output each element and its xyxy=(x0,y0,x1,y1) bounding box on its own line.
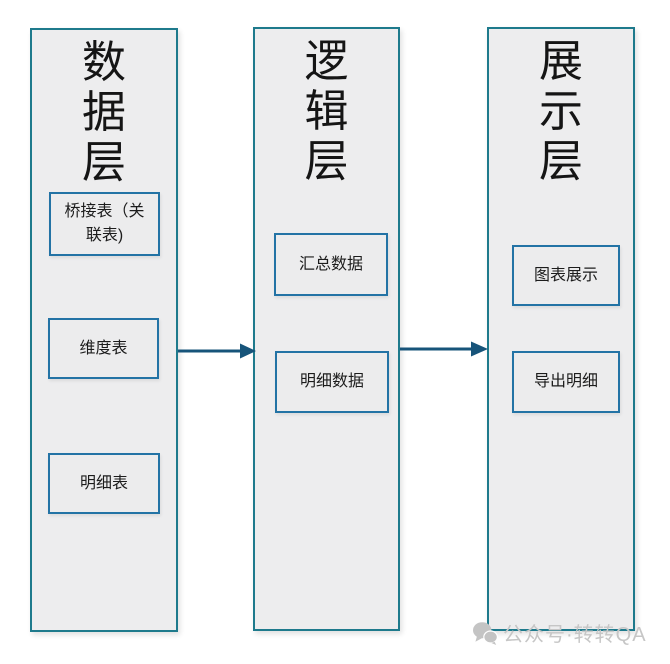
arrow-logic-to-display-icon xyxy=(400,341,488,357)
column-display-layer: 展示层 xyxy=(487,27,635,631)
node-export-detail: 导出明细 xyxy=(512,351,620,413)
node-summary-data: 汇总数据 xyxy=(274,233,388,296)
node-dimension-table: 维度表 xyxy=(48,318,159,379)
column-logic-layer: 逻辑层 xyxy=(253,27,400,631)
wechat-icon xyxy=(473,621,498,645)
node-bridge-table: 桥接表（关联表) xyxy=(49,192,160,256)
watermark: 公众号·转转QA xyxy=(472,618,647,647)
node-chart-display: 图表展示 xyxy=(512,245,620,306)
arrow-data-to-logic-icon xyxy=(178,343,256,359)
watermark-text: 公众号·转转QA xyxy=(503,624,647,646)
column-title-data-layer: 数据层 xyxy=(82,38,126,187)
column-title-display-layer: 展示层 xyxy=(539,37,583,186)
node-detail-table: 明细表 xyxy=(48,453,160,514)
node-detail-data: 明细数据 xyxy=(275,351,389,413)
column-title-logic-layer: 逻辑层 xyxy=(304,37,349,186)
